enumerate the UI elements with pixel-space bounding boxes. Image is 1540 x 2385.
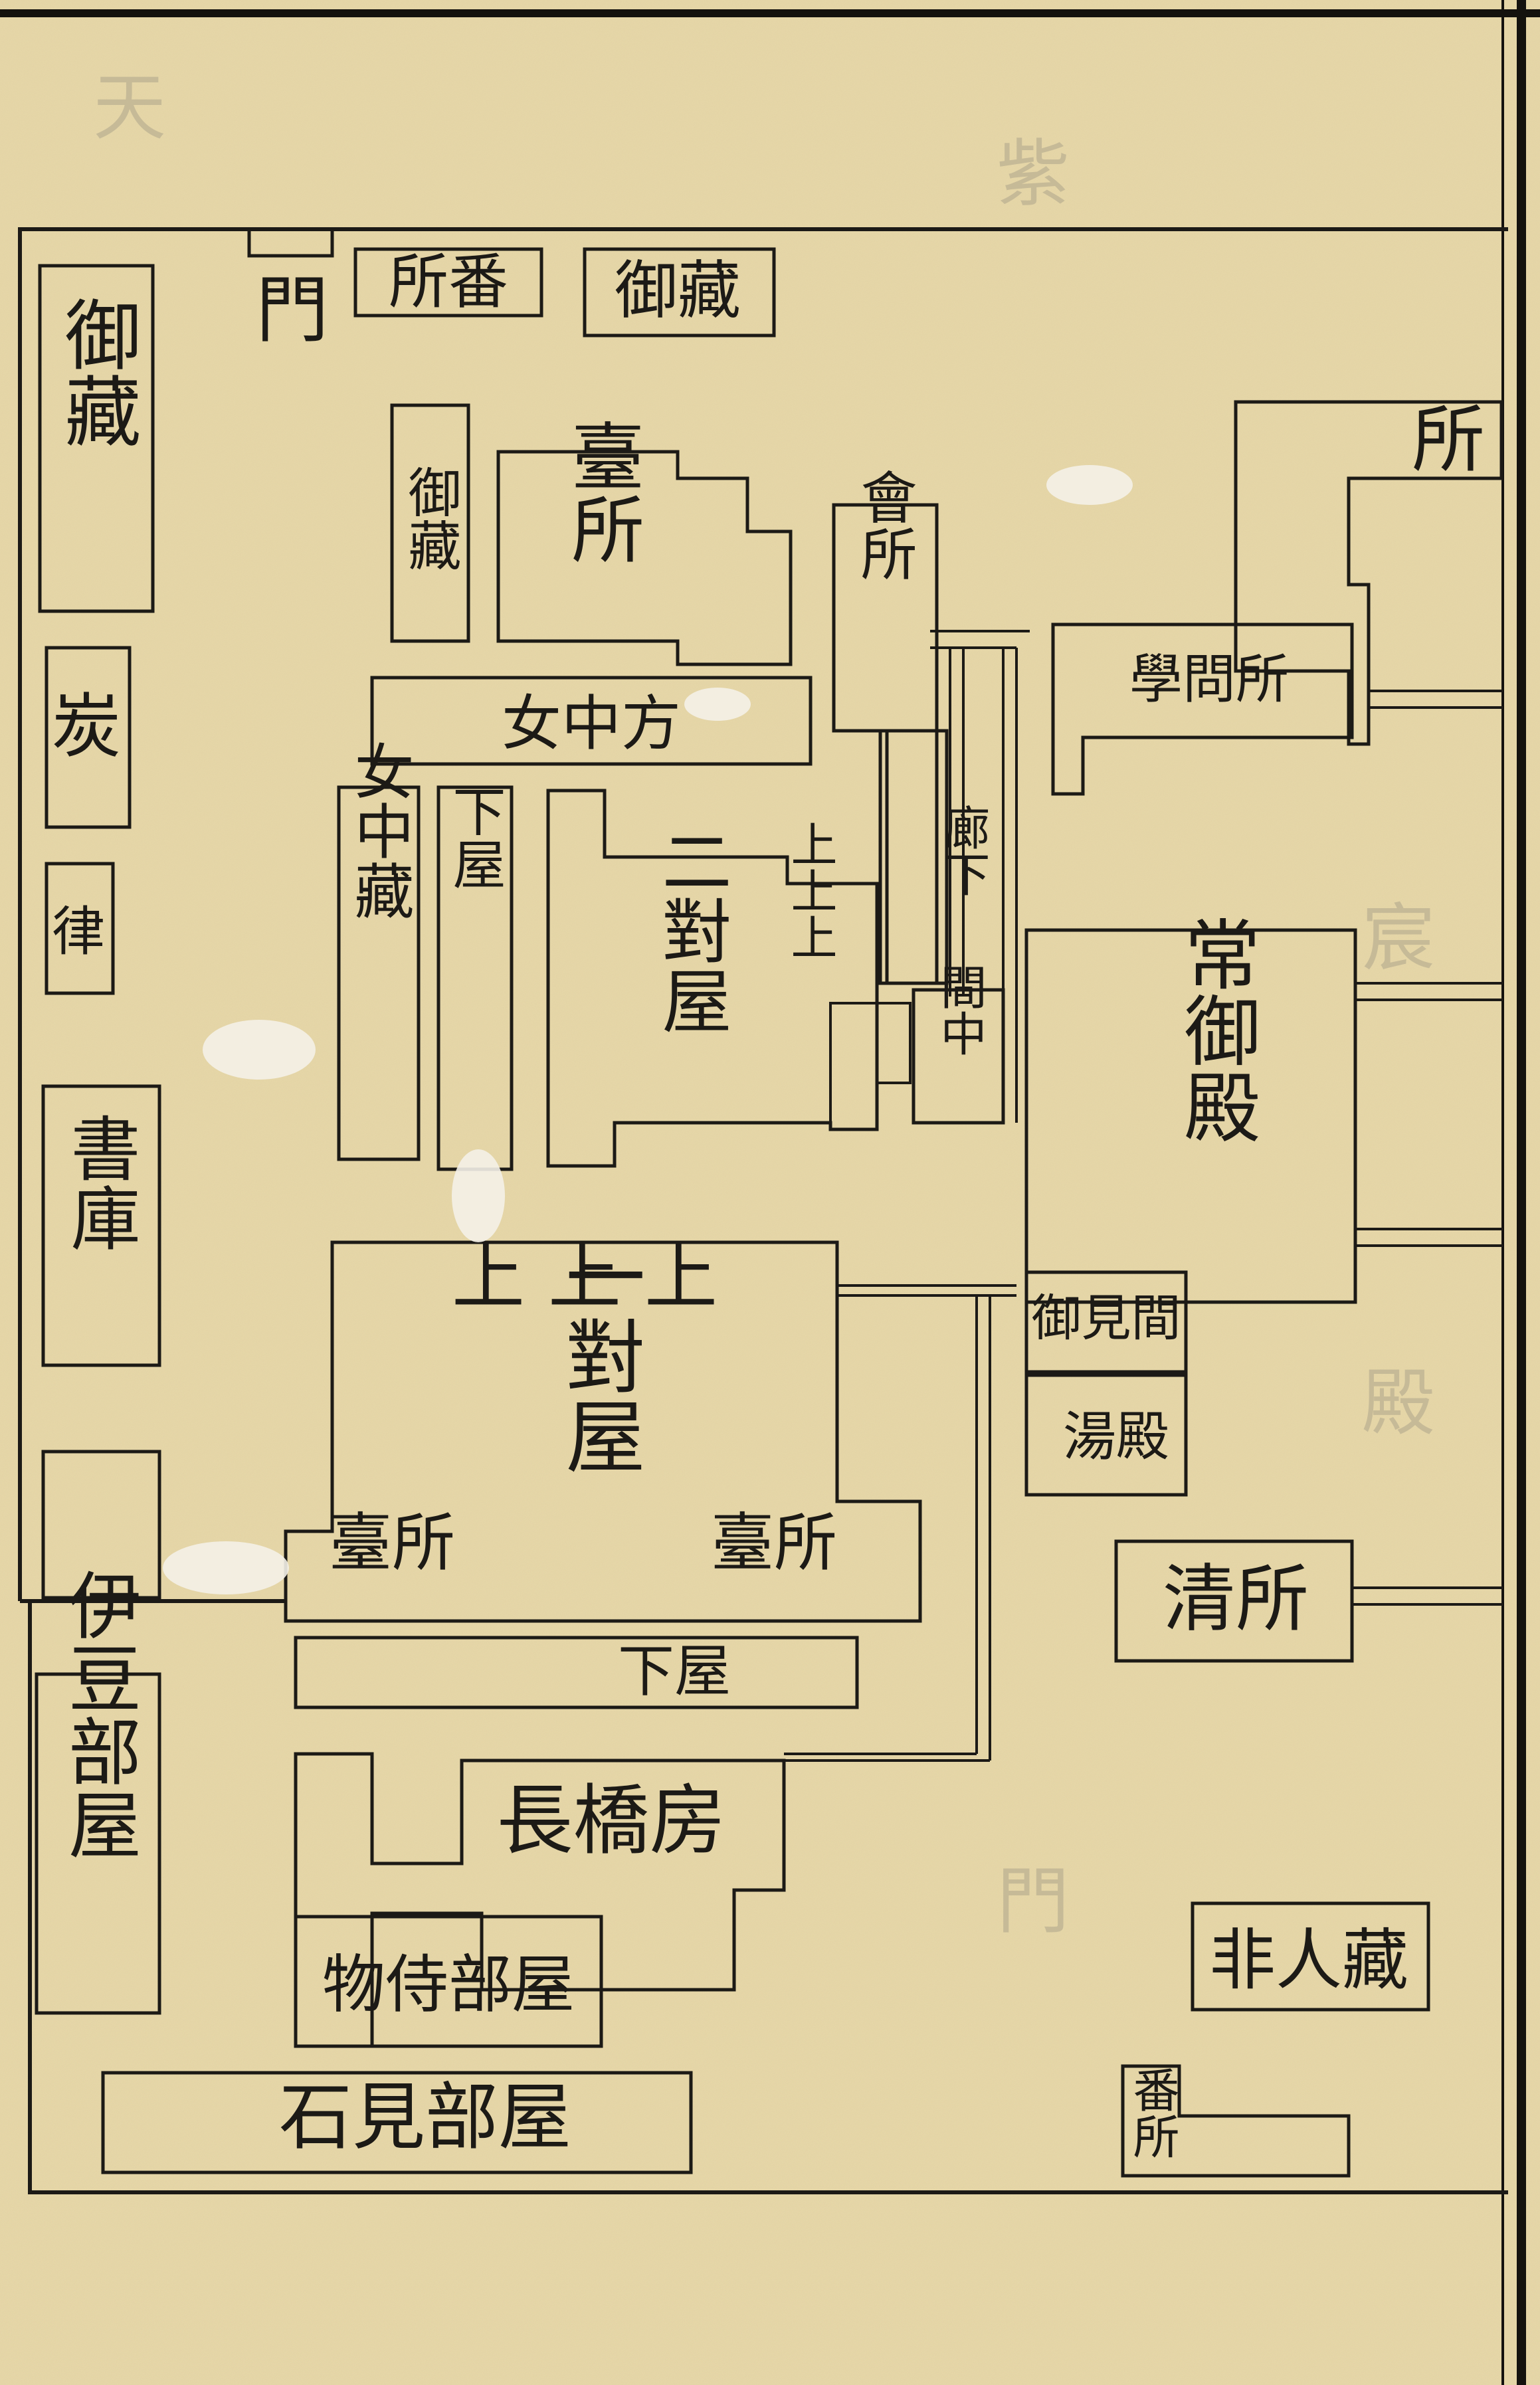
shoko-building bbox=[41, 1084, 161, 1367]
okura-inner-label: 御藏 bbox=[400, 465, 462, 571]
outer-wall-top bbox=[18, 227, 1508, 1601]
corridor-label: 廊下 bbox=[936, 804, 991, 897]
bg-text-4: 殿 bbox=[1362, 1361, 1435, 1446]
sumi-label: 炭 bbox=[51, 686, 121, 767]
gate-structure bbox=[247, 229, 334, 258]
iwami-heya-label: 石見部屋 bbox=[279, 2075, 571, 2160]
bansho-building bbox=[353, 247, 543, 318]
shimoya-mid-label: 下屋 bbox=[618, 1639, 731, 1705]
okura-left-label: 御藏 bbox=[52, 296, 141, 448]
bg-text-5: 門 bbox=[997, 1859, 1070, 1944]
gate-label: 門 bbox=[256, 268, 329, 353]
east-links bbox=[1352, 690, 1503, 1606]
hikura-building bbox=[1191, 1901, 1430, 2012]
tsunegoten-building bbox=[1024, 928, 1357, 1304]
ban-small-building bbox=[1121, 2064, 1351, 2178]
ban-small-label: 番所 bbox=[1125, 2066, 1180, 2159]
nyobo-label: 女中方 bbox=[502, 689, 681, 759]
kaisho-label: 會所 bbox=[851, 468, 917, 581]
tsukue-building bbox=[45, 862, 115, 995]
outer-wall-bottom bbox=[28, 1601, 1508, 2194]
show-through-text: 天 紫 宸 殿 門 bbox=[93, 65, 1435, 1944]
aima-building bbox=[912, 988, 1005, 1125]
kaisho-lower bbox=[878, 729, 949, 985]
daidokoro-label: 臺所 bbox=[559, 419, 644, 565]
nagahashi-label: 長橋房 bbox=[496, 1776, 725, 1865]
okura-inner-building bbox=[390, 403, 470, 643]
sumi-building bbox=[45, 646, 132, 829]
shoko-label: 書庫 bbox=[59, 1113, 140, 1252]
gokenma-label: 御見間 bbox=[1031, 1289, 1181, 1347]
bg-text-3: 宸 bbox=[1362, 896, 1435, 981]
shimoya-left-label: 下屋 bbox=[444, 784, 506, 890]
bansho-label: 所番 bbox=[389, 247, 508, 317]
ue-1-label: 上 上 上 bbox=[452, 1234, 718, 1319]
yudono-building bbox=[1024, 1373, 1188, 1497]
corridors bbox=[784, 630, 1030, 1762]
left-buildings bbox=[35, 264, 161, 2015]
taiya-2-label: 二對屋 bbox=[650, 826, 731, 1035]
daidokoro-building bbox=[496, 450, 793, 666]
izu-heya-building bbox=[35, 1672, 161, 2015]
small-store bbox=[41, 1450, 161, 1600]
taiya-1-building bbox=[284, 1240, 922, 1623]
tsunegoten-label: 常御殿 bbox=[1171, 915, 1260, 1145]
nakakura-building bbox=[337, 785, 421, 1161]
taiya-1-label: 一對屋 bbox=[552, 1236, 644, 1475]
yudono-label: 湯殿 bbox=[1063, 1406, 1169, 1468]
gokenma-building bbox=[1024, 1270, 1188, 1374]
bg-text-2: 紫 bbox=[997, 132, 1070, 217]
iwami-heya-building bbox=[101, 2071, 693, 2174]
paper-damage bbox=[163, 465, 1133, 1594]
seisho-label: 清所 bbox=[1163, 1557, 1309, 1642]
gakumon-building bbox=[1051, 622, 1354, 796]
northeast-building bbox=[1234, 400, 1503, 746]
izu-heya-label: 伊豆部屋 bbox=[56, 1568, 141, 1860]
daidokoro-right-label: 臺所 bbox=[711, 1507, 837, 1580]
east-buildings bbox=[832, 400, 1503, 2178]
aima-label: 間中 bbox=[933, 963, 987, 1056]
shimoya-mid-building bbox=[294, 1636, 859, 1709]
okura-left bbox=[38, 264, 155, 613]
okura-top-building bbox=[583, 247, 776, 337]
daidokoro-left-label: 臺所 bbox=[329, 1507, 455, 1580]
mono-heya-label: 物侍部屋 bbox=[322, 1949, 575, 2022]
bg-text-1: 天 bbox=[93, 65, 166, 150]
taiya-2-building bbox=[546, 789, 879, 1168]
seisho-building bbox=[1114, 1539, 1354, 1663]
okura-top-label: 御藏 bbox=[615, 254, 741, 328]
central-buildings bbox=[101, 676, 922, 2174]
top-buildings bbox=[353, 247, 793, 666]
tsukue-label: 律 bbox=[52, 901, 105, 963]
tokoro-top-label: 所 bbox=[1412, 397, 1485, 482]
nagahashi-building bbox=[294, 1752, 786, 2048]
gakumon-label: 學問所 bbox=[1129, 648, 1289, 710]
compound-walls bbox=[18, 227, 1508, 2194]
nakakura-label: 女中藏 bbox=[344, 741, 414, 920]
hikura-label: 非人藏 bbox=[1209, 1921, 1408, 1999]
ue-2-label: 上上上 bbox=[783, 820, 838, 960]
mono-heya-building bbox=[294, 1915, 603, 2048]
nyobo-building bbox=[370, 676, 813, 766]
